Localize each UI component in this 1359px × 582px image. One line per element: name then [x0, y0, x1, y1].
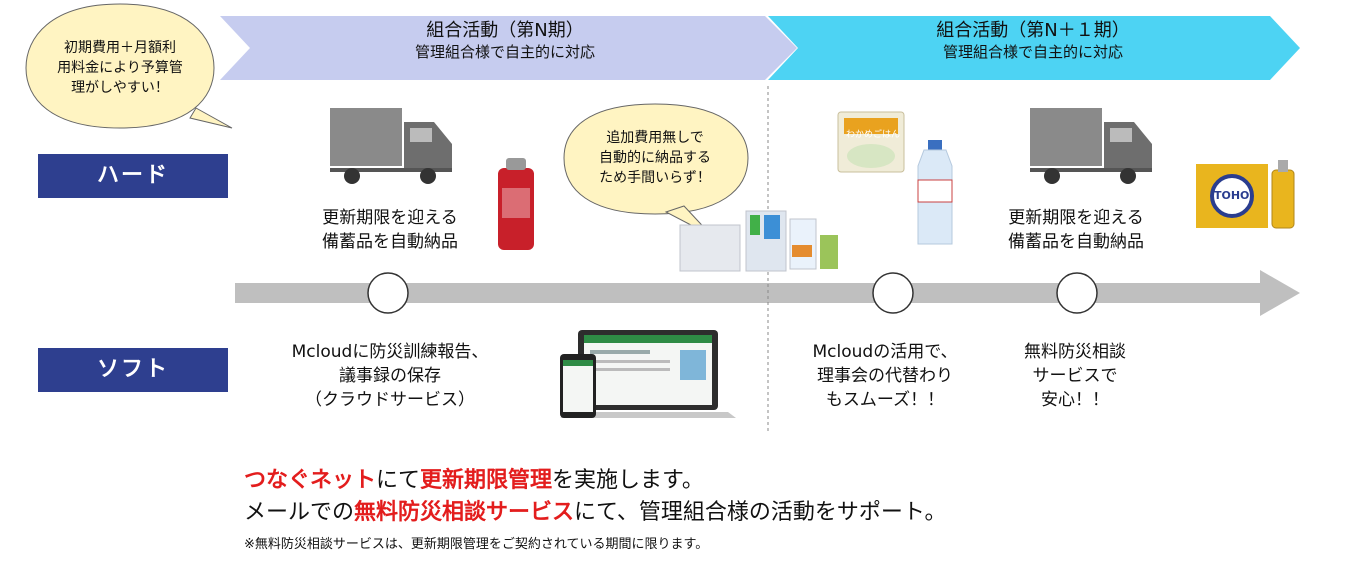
- mcloud-report-text: Mcloudに防災訓練報告、 議事録の保存 （クラウドサービス）: [270, 340, 510, 412]
- phase-n-header: 組合活動（第N期） 管理組合様で自主的に対応: [250, 20, 760, 62]
- text-line: （クラウドサービス）: [305, 390, 475, 410]
- footer-text: にて: [376, 468, 421, 493]
- text-line: Mcloudの活用で、: [812, 342, 958, 362]
- milestone-circle: [872, 272, 914, 314]
- mcloud-use-text: Mcloudの活用で、 理事会の代替わり もスムーズ！！: [800, 340, 970, 412]
- phase-n1-banner: [768, 16, 1300, 80]
- supply-kit-icon: [679, 210, 838, 272]
- phase-n1-header: 組合活動（第N＋１期） 管理組合様で自主的に対応: [798, 20, 1268, 62]
- text-line: サービスで: [1032, 366, 1118, 386]
- gas-cassette-icon: [1196, 160, 1295, 229]
- no-cost-bubble: [563, 103, 749, 237]
- phase-n-banner: [220, 16, 797, 80]
- budget-bubble: [25, 3, 233, 129]
- phase-n-subtitle: 管理組合様で自主的に対応: [414, 43, 595, 61]
- truck-icon: [330, 108, 452, 184]
- delivery-1-text: 更新期限を迎える 備蓄品を自動納品: [290, 206, 490, 254]
- footer-highlight: つなぐネット: [244, 468, 377, 493]
- footer-note: ※無料防災相談サービスは、更新期限管理をご契約されている期間に限ります。: [244, 537, 709, 552]
- text-line: 議事録の保存: [339, 366, 441, 386]
- footer-text: を実施します。: [552, 468, 704, 493]
- budget-bubble-text: 初期費用＋月額利 用料金により予算管 理がしやすい！: [40, 38, 200, 98]
- consult-text: 無料防災相談 サービスで 安心！！: [1000, 340, 1150, 412]
- phase-n-title: 組合活動（第N期）: [426, 20, 584, 41]
- footer-highlight: 更新期限管理: [420, 468, 553, 493]
- text-line: 理事会の代替わり: [817, 366, 953, 386]
- text-line: 備蓄品を自動納品: [1008, 232, 1144, 252]
- bubble-line: 理がしやすい！: [71, 80, 169, 96]
- water-can-icon: [498, 158, 534, 250]
- footer-highlight: 無料防災相談サービス: [354, 500, 575, 525]
- milestone-circle: [367, 272, 409, 314]
- bubble-line: 用料金により予算管: [57, 60, 183, 76]
- hard-row-label: ハード: [38, 154, 228, 198]
- bubble-line: 初期費用＋月額利: [64, 40, 176, 56]
- soft-row-label: ソフト: [38, 348, 228, 392]
- phase-n1-subtitle: 管理組合様で自主的に対応: [942, 43, 1123, 61]
- text-line: Mcloudに防災訓練報告、: [291, 342, 489, 362]
- text-line: もスムーズ！！: [825, 390, 945, 410]
- bubble-line: 追加費用無しで: [606, 130, 704, 146]
- water-bottle-icon: [917, 140, 953, 245]
- no-cost-bubble-text: 追加費用無しで 自動的に納品する ため手間いらず！: [575, 128, 735, 188]
- phase-n1-title: 組合活動（第N＋１期）: [936, 20, 1130, 41]
- text-line: 無料防災相談: [1024, 342, 1126, 362]
- timeline-arrowhead: [1260, 270, 1300, 316]
- bubble-line: ため手間いらず！: [599, 170, 711, 186]
- footer-line-2: メールでの無料防災相談サービスにて、管理組合様の活動をサポート。: [244, 498, 947, 528]
- bubble-line: 自動的に納品する: [599, 150, 711, 166]
- cassette-brand-label: TOHO: [1214, 189, 1250, 202]
- text-line: 備蓄品を自動納品: [322, 232, 458, 252]
- text-line: 更新期限を迎える: [1008, 208, 1144, 228]
- text-line: 安心！！: [1041, 390, 1109, 410]
- rice-pack-icon: [837, 111, 905, 173]
- text-line: 更新期限を迎える: [322, 208, 458, 228]
- rice-pack-label: わかめごはん: [846, 130, 901, 140]
- footer-line-1: つなぐネットにて更新期限管理を実施します。: [244, 466, 704, 496]
- timeline-bar: [235, 283, 1265, 303]
- milestone-circle: [1056, 272, 1098, 314]
- footer-text: メールでの: [244, 500, 355, 525]
- laptop-phone-icon: [560, 330, 736, 418]
- footer-text: にて、管理組合様の活動をサポート。: [574, 500, 947, 525]
- truck-icon: [1030, 108, 1152, 184]
- delivery-2-text: 更新期限を迎える 備蓄品を自動納品: [976, 206, 1176, 254]
